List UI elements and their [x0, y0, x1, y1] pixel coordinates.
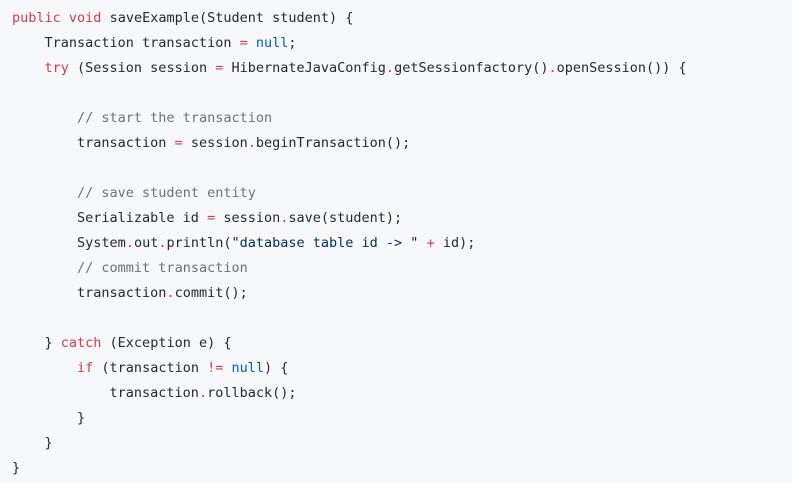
- operator-token: .: [198, 385, 208, 401]
- operator-token: =: [239, 35, 248, 51]
- identifier-token: getSessionfactory(): [394, 60, 549, 76]
- code-line: }: [12, 431, 792, 456]
- operator-token: .: [125, 235, 134, 251]
- identifier-token: Serializable id: [12, 210, 208, 226]
- code-line: transaction = session.beginTransaction()…: [12, 131, 792, 156]
- string-token: "database table id -> ": [231, 235, 419, 251]
- code-line: }: [12, 456, 792, 481]
- code-line: try (Session session = HibernateJavaConf…: [12, 56, 792, 81]
- comment-token: // save student entity: [77, 185, 256, 201]
- code-line: public void saveExample(Student student)…: [12, 6, 792, 31]
- code-line: // commit transaction: [12, 256, 792, 281]
- identifier-token: beginTransaction();: [255, 135, 411, 151]
- identifier-token: (transaction: [93, 360, 208, 376]
- code-line: // start the transaction: [12, 106, 792, 131]
- operator-token: .: [548, 60, 557, 76]
- identifier-token: save(student);: [288, 210, 403, 226]
- identifier-token: openSession()) {: [556, 60, 687, 76]
- operator-token: =: [207, 210, 216, 226]
- code-line: }: [12, 406, 792, 431]
- identifier-token: transaction: [12, 385, 199, 401]
- whitespace-token: [248, 35, 256, 51]
- whitespace-token: [12, 185, 77, 201]
- literal-token: null: [231, 360, 265, 376]
- operator-token: .: [280, 210, 289, 226]
- code-line: Transaction transaction = null;: [12, 31, 792, 56]
- keyword-token: try: [44, 60, 69, 76]
- code-line: Serializable id = session.save(student);: [12, 206, 792, 231]
- code-line: } catch (Exception e) {: [12, 331, 792, 356]
- operator-token: !=: [207, 360, 224, 376]
- whitespace-token: [223, 360, 231, 376]
- identifier-token: commit();: [174, 285, 248, 301]
- code-line: [12, 306, 792, 331]
- identifier-token: session: [215, 210, 281, 226]
- identifier-token: transaction: [12, 135, 175, 151]
- punctuation-token: ;: [288, 35, 297, 51]
- keyword-token: catch: [60, 335, 102, 351]
- operator-token: .: [166, 285, 175, 301]
- identifier-token: id);: [434, 235, 476, 251]
- code-lines: public void saveExample(Student student)…: [12, 6, 792, 481]
- code-line: [12, 81, 792, 106]
- whitespace-token: [12, 360, 77, 376]
- identifier-token: Transaction transaction: [12, 35, 240, 51]
- code-line: transaction.rollback();: [12, 381, 792, 406]
- whitespace-token: [12, 110, 77, 126]
- whitespace-token: [12, 260, 77, 276]
- identifier-token: println(: [166, 235, 232, 251]
- identifier-token: ) {: [264, 360, 289, 376]
- identifier-token: saveExample(Student student) {: [101, 10, 354, 26]
- whitespace-token: [61, 10, 69, 26]
- operator-token: +: [426, 235, 435, 251]
- keyword-token: public: [12, 10, 61, 26]
- identifier-token: session: [182, 135, 248, 151]
- comment-token: // commit transaction: [77, 260, 248, 276]
- identifier-token: out: [133, 235, 159, 251]
- operator-token: =: [174, 135, 183, 151]
- identifier-token: rollback();: [207, 385, 297, 401]
- operator-token: .: [247, 135, 256, 151]
- keyword-token: if: [77, 360, 94, 376]
- operator-token: =: [215, 60, 224, 76]
- identifier-token: (Exception e) {: [101, 335, 232, 351]
- identifier-token: (Session session: [68, 60, 216, 76]
- literal-token: null: [255, 35, 289, 51]
- operator-token: .: [158, 235, 167, 251]
- identifier-token: }: [12, 435, 53, 451]
- code-line: [12, 156, 792, 181]
- identifier-token: }: [12, 335, 61, 351]
- operator-token: .: [385, 60, 395, 76]
- identifier-token: }: [12, 410, 86, 426]
- whitespace-token: [12, 60, 45, 76]
- code-line: if (transaction != null) {: [12, 356, 792, 381]
- whitespace-token: [418, 235, 426, 251]
- keyword-token: void: [68, 10, 102, 26]
- identifier-token: System: [12, 235, 126, 251]
- code-line: System.out.println("database table id ->…: [12, 231, 792, 256]
- code-line: transaction.commit();: [12, 281, 792, 306]
- identifier-token: }: [12, 460, 21, 476]
- identifier-token: HibernateJavaConfig: [223, 60, 386, 76]
- identifier-token: transaction: [12, 285, 167, 301]
- code-line: // save student entity: [12, 181, 792, 206]
- comment-token: // start the transaction: [77, 110, 273, 126]
